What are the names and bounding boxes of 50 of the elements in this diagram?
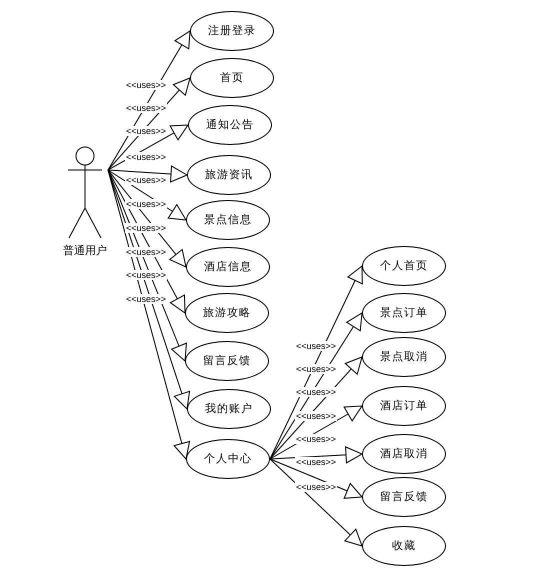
edge-label: <<uses>> [124, 175, 168, 185]
edge-label: <<uses>> [294, 457, 338, 467]
edge-label: <<uses>> [124, 270, 168, 280]
use-case-text: 个人中心 [204, 452, 252, 466]
edge-label: <<uses>> [294, 482, 338, 492]
use-case-text: 我的账户 [205, 402, 253, 416]
use-case-text: 旅游攻略 [203, 306, 251, 320]
use-case-text: 留言反馈 [203, 354, 251, 368]
arrow [270, 458, 362, 546]
use-case-text: 旅游资讯 [205, 168, 253, 182]
use-case-text: 收藏 [392, 540, 416, 552]
edge-label: <<uses>> [124, 126, 168, 136]
edge-label: <<uses>> [294, 387, 338, 397]
edge-label: <<uses>> [294, 434, 338, 444]
arrow [270, 458, 362, 499]
use-case-text: 酒店信息 [204, 260, 252, 274]
arrow [270, 446, 362, 464]
use-case-ellipse [362, 246, 446, 286]
use-case-text: 酒店取消 [380, 448, 428, 460]
use-case-text: 景点取消 [380, 350, 428, 364]
use-case-ellipse [362, 293, 446, 333]
actor-name: 普通用户 [63, 244, 107, 258]
edge-label: <<uses>> [124, 247, 168, 257]
edge-label: <<uses>> [124, 199, 168, 209]
use-case-ellipse [185, 293, 269, 333]
use-case-ellipse [186, 439, 270, 479]
arrow [108, 170, 190, 460]
edge-label: <<uses>> [294, 411, 338, 421]
edge-label: <<uses>> [124, 152, 168, 162]
use-case-ellipse [362, 337, 446, 377]
edge-label: <<uses>> [124, 294, 168, 304]
edge-label: <<uses>> [294, 341, 338, 351]
use-case-text: 个人首页 [380, 260, 428, 272]
use-case-text: 注册登录 [208, 24, 256, 38]
edge-label: <<uses>> [294, 364, 338, 374]
use-case-ellipse [187, 389, 271, 429]
edge-label: <<uses>> [124, 223, 168, 233]
edge-label: <<uses>> [124, 103, 168, 113]
arrow [108, 166, 188, 182]
use-case-ellipse [190, 58, 274, 98]
edge-label: <<uses>> [124, 80, 168, 90]
use-case-ellipse [185, 341, 269, 381]
use-case-text: 景点订单 [380, 306, 428, 320]
use-case-ellipse [186, 247, 270, 287]
use-case-text: 通知公告 [206, 118, 254, 132]
use-case-ellipse [190, 11, 274, 51]
use-case-text: 酒店订单 [380, 400, 428, 412]
use-case-text: 留言反馈 [380, 490, 428, 504]
use-case-text: 首页 [220, 72, 244, 84]
use-case-text: 景点信息 [204, 214, 252, 226]
